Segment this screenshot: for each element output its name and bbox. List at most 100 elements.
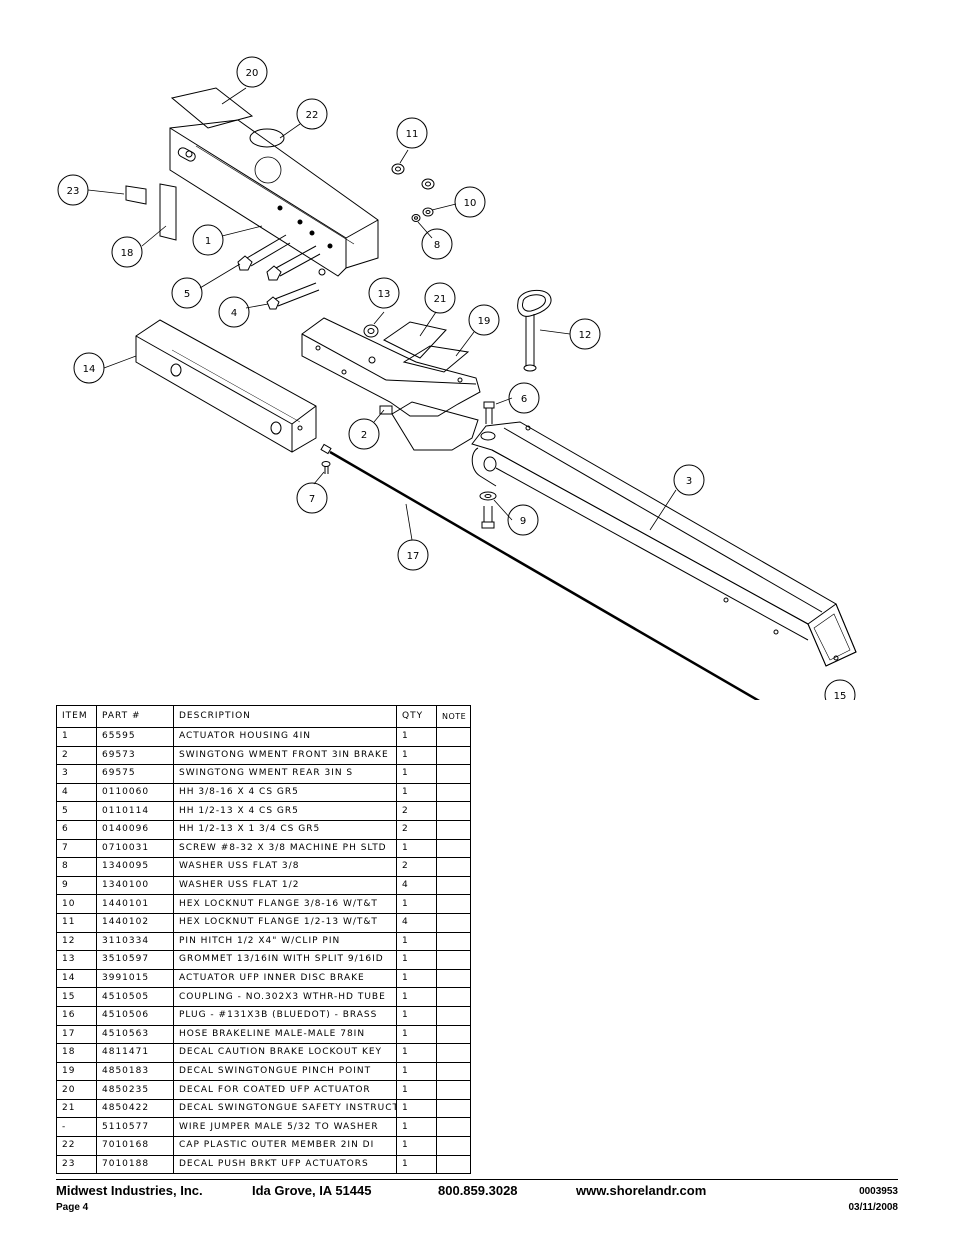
svg-text:7: 7 — [309, 494, 315, 505]
cell-item: 20 — [56, 1080, 97, 1100]
part-actuator-housing — [169, 119, 379, 277]
callout-23: 23 — [57, 174, 89, 206]
header-qty: QTY — [396, 705, 437, 728]
cell-description: GROMMET 13/16IN WITH SPLIT 9/16ID — [173, 950, 397, 970]
cell-item: 1 — [56, 727, 97, 747]
callout-10: 10 — [454, 186, 486, 218]
cell-part: 65595 — [96, 727, 174, 747]
footer-location: Ida Grove, IA 51445 — [252, 1183, 372, 1198]
cell-part: 3991015 — [96, 968, 174, 989]
cell-note — [436, 1154, 471, 1175]
cell-qty: 1 — [396, 782, 437, 803]
cell-note — [436, 987, 471, 1007]
callout-11: 11 — [396, 117, 428, 149]
callout-5: 5 — [171, 277, 203, 309]
cell-description: PIN HITCH 1/2 X4" W/CLIP PIN — [173, 931, 397, 952]
cell-part: 1440102 — [96, 912, 174, 933]
cell-description: DECAL SWINGTONGUE SAFETY INSTRUCT — [173, 1098, 397, 1119]
cell-item: 8 — [56, 857, 97, 877]
cell-item: 11 — [56, 912, 97, 933]
cell-note — [436, 819, 471, 840]
cell-part: 4510563 — [96, 1024, 174, 1045]
cell-item: 9 — [56, 875, 97, 896]
footer-divider — [56, 1179, 898, 1180]
cell-part: 4850183 — [96, 1061, 174, 1082]
cell-qty: 1 — [396, 727, 437, 747]
svg-text:6: 6 — [521, 394, 527, 405]
footer-company: Midwest Industries, Inc. — [56, 1183, 203, 1198]
cell-qty: 1 — [396, 1117, 437, 1138]
cell-qty: 1 — [396, 1061, 437, 1082]
svg-text:5: 5 — [184, 289, 190, 300]
cell-part: 1340100 — [96, 875, 174, 896]
cell-part: 1440101 — [96, 894, 174, 914]
callout-7: 7 — [296, 482, 328, 514]
callout-17: 17 — [397, 539, 429, 571]
part-pin-hitch-12 — [517, 289, 552, 372]
cell-part: 69573 — [96, 745, 174, 766]
cell-note — [436, 801, 471, 821]
cell-description: ACTUATOR HOUSING 4IN — [173, 727, 397, 747]
cell-part: 5110577 — [96, 1117, 174, 1138]
cell-item: 19 — [56, 1061, 97, 1082]
footer-phone: 800.859.3028 — [438, 1183, 518, 1198]
cell-item: 22 — [56, 1136, 97, 1156]
svg-text:13: 13 — [378, 289, 391, 300]
cell-note — [436, 1080, 471, 1100]
header-description: DESCRIPTION — [173, 705, 397, 728]
part-bolt-4 — [266, 282, 320, 310]
cell-qty: 1 — [396, 1136, 437, 1156]
cell-part: 7010168 — [96, 1136, 174, 1156]
cell-description: CAP PLASTIC OUTER MEMBER 2IN DI — [173, 1136, 397, 1156]
cell-qty: 1 — [396, 1080, 437, 1100]
cell-item: 14 — [56, 968, 97, 989]
cell-part: 3510597 — [96, 950, 174, 970]
callout-18: 18 — [111, 236, 143, 268]
header-note: NOTE — [436, 705, 471, 728]
cell-part: 0710031 — [96, 838, 174, 859]
cell-item: 12 — [56, 931, 97, 952]
cell-description: HEX LOCKNUT FLANGE 1/2-13 W/T&T — [173, 912, 397, 933]
callout-20: 20 — [236, 56, 268, 88]
cell-item: 23 — [56, 1154, 97, 1175]
cell-qty: 1 — [396, 894, 437, 914]
cell-description: COUPLING - NO.302X3 WTHR-HD TUBE — [173, 987, 397, 1007]
cell-qty: 4 — [396, 912, 437, 933]
callout-3: 3 — [673, 464, 705, 496]
callout-19: 19 — [468, 304, 500, 336]
cell-description: DECAL PUSH BRKT UFP ACTUATORS — [173, 1154, 397, 1175]
cell-description: DECAL CAUTION BRAKE LOCKOUT KEY — [173, 1043, 397, 1063]
cell-part: 0110114 — [96, 801, 174, 821]
cell-part: 69575 — [96, 764, 174, 784]
cell-note — [436, 727, 471, 747]
svg-text:1: 1 — [205, 236, 211, 247]
callout-6: 6 — [508, 382, 540, 414]
cell-description: PLUG - #131X3B (BLUEDOT) - BRASS — [173, 1005, 397, 1026]
cell-description: SCREW #8-32 X 3/8 MACHINE PH SLTD — [173, 838, 397, 859]
cell-qty: 1 — [396, 745, 437, 766]
cell-note — [436, 1061, 471, 1082]
footer-website: www.shorelandr.com — [576, 1183, 707, 1198]
cell-note — [436, 838, 471, 859]
cell-qty: 1 — [396, 1098, 437, 1119]
cell-note — [436, 931, 471, 952]
part-decal-23 — [125, 185, 147, 205]
cell-qty: 1 — [396, 838, 437, 859]
cell-item: 10 — [56, 894, 97, 914]
svg-text:4: 4 — [231, 308, 237, 319]
cell-item: 21 — [56, 1098, 97, 1119]
cell-part: 4510506 — [96, 1005, 174, 1026]
callout-1: 1 — [192, 224, 224, 256]
callout-4: 4 — [218, 296, 250, 328]
cell-item: 16 — [56, 1005, 97, 1026]
svg-text:14: 14 — [83, 364, 96, 375]
svg-text:18: 18 — [121, 248, 134, 259]
callout-leaders — [87, 87, 677, 541]
